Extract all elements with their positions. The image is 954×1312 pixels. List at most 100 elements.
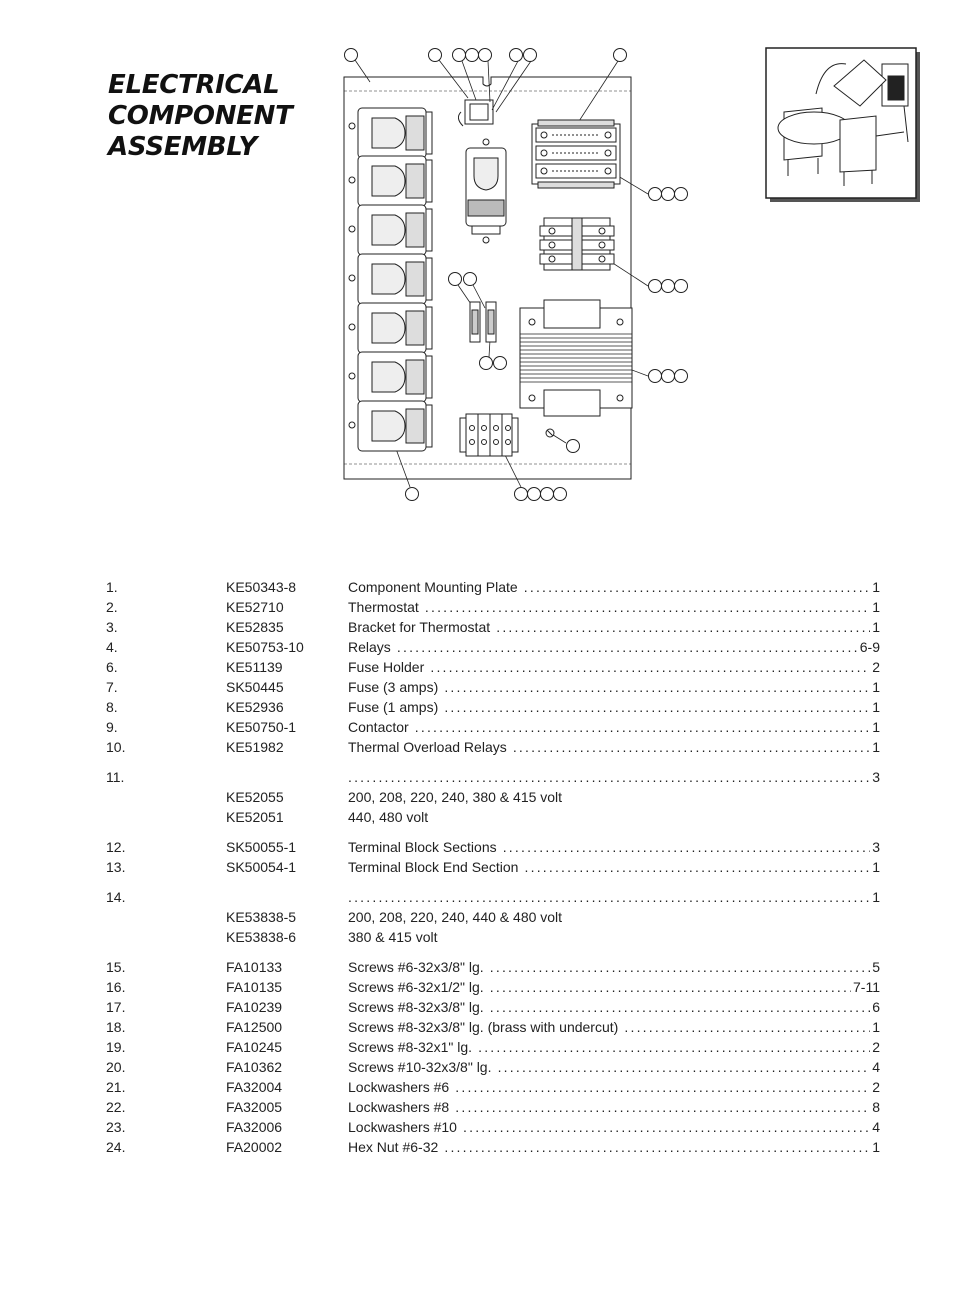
part-code: FA10245: [226, 1039, 283, 1055]
part-code: FA32005: [226, 1099, 283, 1115]
part-description: Screws #8-32x1" lg. ....................…: [348, 1037, 878, 1057]
part-quantity: 1: [870, 717, 880, 737]
relays: [348, 107, 433, 159]
leader-dots: ........................................…: [430, 659, 878, 675]
part-number-index: 1.: [106, 579, 118, 595]
part-number-index: 22.: [106, 1099, 126, 1115]
part-code: FA10239: [226, 999, 283, 1015]
page-title: ELECTRICAL COMPONENT ASSEMBLY: [108, 70, 293, 163]
part-number-index: 9.: [106, 719, 118, 735]
part-quantity: 6-9: [857, 637, 880, 657]
part-code: KE50343-8: [226, 579, 297, 595]
part-description: Terminal Block Sections ................…: [348, 837, 878, 857]
part-quantity: 1: [870, 617, 880, 637]
part-description: Screws #6-32x3/8" lg. ..................…: [348, 957, 878, 977]
part-code: FA32006: [226, 1119, 283, 1135]
part-quantity: 4: [870, 1117, 880, 1137]
part-number-index: 24.: [106, 1139, 126, 1155]
part-code: SK50054-1: [226, 859, 297, 875]
title-line-1: ELECTRICAL: [108, 70, 280, 100]
part-quantity: 1: [870, 737, 880, 757]
thermostat: [457, 99, 494, 127]
part-description: Screws #8-32x3/8" lg. ..................…: [348, 997, 878, 1017]
leader-dots: ........................................…: [444, 679, 878, 695]
part-description: Thermostat .............................…: [348, 597, 878, 617]
part-description-text: Fuse (3 amps): [348, 679, 439, 695]
part-code: KE50753-10: [226, 639, 304, 655]
part-description-text: Screws #6-32x3/8" lg.: [348, 959, 484, 975]
part-code: FA32004: [226, 1079, 283, 1095]
leader-dots: ........................................…: [489, 959, 878, 975]
part-row: 24. FA20002 Hex Nut #6-32 ................…: [0, 1137, 954, 1157]
part-description-text: Thermostat: [348, 599, 419, 615]
leader-dots: ........................................…: [502, 839, 878, 855]
part-description: Fuse Holder ............................…: [348, 657, 878, 677]
part-quantity: 1: [870, 597, 880, 617]
part-quantity: 1: [870, 697, 880, 717]
leader-dots: ........................................…: [497, 1059, 878, 1075]
variant-part-code: KE52051: [226, 809, 284, 825]
part-number-index: 8.: [106, 699, 118, 715]
leader-dots: ........................................…: [396, 639, 878, 655]
variant-part-code: KE53838-6: [226, 929, 297, 945]
leader-dots: ........................................…: [414, 719, 878, 735]
leader-dots: ........................................…: [444, 1139, 878, 1155]
leader-dots: ........................................…: [444, 699, 878, 715]
part-quantity: 1: [870, 1017, 880, 1037]
leader-dots: ........................................…: [512, 739, 878, 755]
variant-description: 200, 208, 220, 240, 380 & 415 volt: [348, 789, 563, 805]
variant-description: 440, 480 volt: [348, 809, 429, 825]
variant-description: 200, 208, 220, 240, 440 & 480 volt: [348, 909, 563, 925]
variant-part-code: KE52055: [226, 789, 284, 805]
part-number-index: 12.: [106, 839, 126, 855]
transformer: [519, 299, 633, 417]
part-description-text: Contactor: [348, 719, 409, 735]
part-description: ........................................…: [348, 887, 878, 907]
part-description: Fuse (3 amps) ..........................…: [348, 677, 878, 697]
part-code: FA10362: [226, 1059, 283, 1075]
part-quantity: 6: [870, 997, 880, 1017]
callout-circles: [344, 48, 688, 501]
part-code: KE51139: [226, 659, 283, 675]
part-code: FA20002: [226, 1139, 283, 1155]
part-code: KE52936: [226, 699, 284, 715]
variant-description: 380 & 415 volt: [348, 929, 438, 945]
leader-dots: ........................................…: [523, 579, 878, 595]
part-quantity: 2: [870, 1037, 880, 1057]
part-description-text: Terminal Block Sections: [348, 839, 497, 855]
part-row: 22. FA32005 Lockwashers #8 ...............…: [0, 1097, 954, 1117]
part-description: Bracket for Thermostat .................…: [348, 617, 878, 637]
part-quantity: 7-11: [851, 977, 880, 997]
part-description-text: Fuse Holder: [348, 659, 425, 675]
part-code: KE51982: [226, 739, 284, 755]
leader-dots: ........................................…: [524, 859, 879, 875]
title-line-2: COMPONENT: [108, 101, 293, 131]
part-quantity: 3: [870, 767, 880, 787]
thermal-overload-relay: [539, 217, 615, 271]
part-description-text: Screws #8-32x3/8" lg. (brass with underc…: [348, 1019, 619, 1035]
center-relay: [465, 138, 507, 244]
terminal-block: [459, 413, 519, 457]
part-description-text: Hex Nut #6-32: [348, 1139, 439, 1155]
part-description-text: Screws #10-32x3/8" lg.: [348, 1059, 492, 1075]
part-description: Screws #6-32x1/2" lg. ..................…: [348, 977, 878, 997]
part-number-index: 2.: [106, 599, 118, 615]
part-quantity: 1: [870, 857, 880, 877]
part-description-text: Lockwashers #8: [348, 1099, 450, 1115]
part-description: Lockwashers #8 .........................…: [348, 1097, 878, 1117]
part-description-text: Thermal Overload Relays: [348, 739, 507, 755]
contactor: [531, 119, 621, 189]
leader-dots: ........................................…: [489, 999, 878, 1015]
leader-dots: ........................................…: [424, 599, 878, 615]
